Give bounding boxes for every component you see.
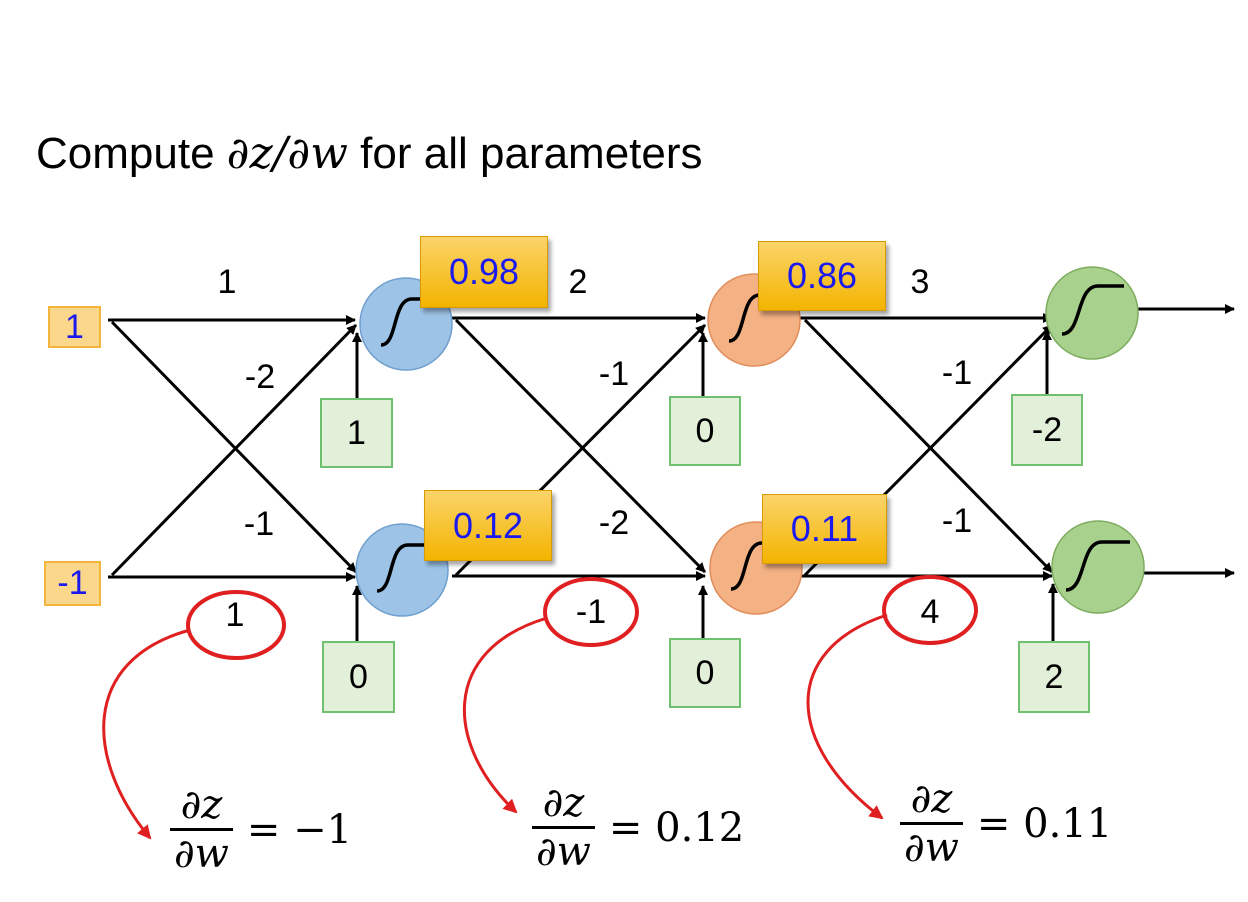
formula-value: = 0.12 (608, 804, 745, 851)
red-arrow-2 (462, 616, 548, 814)
weight-l1-w1: 1 (217, 263, 237, 301)
weight-l3-w4: 4 (920, 593, 940, 631)
title-prefix: Compute (36, 129, 227, 178)
weight-l1-w4: 1 (225, 596, 245, 634)
derivative-formula-3: ∂z∂w = 0.11 (900, 776, 1112, 871)
page-title: Compute ∂z/∂w for all parameters (36, 128, 703, 179)
activation-l2-bottom: 0.11 (762, 494, 887, 564)
weight-l1-w3: -1 (243, 505, 275, 543)
activation-l2-top: 0.86 (758, 241, 886, 311)
weight-l2-w1: 2 (568, 263, 588, 301)
title-suffix: for all parameters (347, 129, 703, 178)
title-math: ∂z/∂w (226, 128, 348, 179)
weight-l3-w2: -1 (941, 354, 973, 392)
edges-layer2 (452, 313, 708, 638)
weight-l3-w1: 3 (910, 263, 930, 301)
formula-denominator: ∂w (170, 828, 233, 877)
activation-l1-top: 0.98 (420, 236, 548, 308)
neuron-l3-top (1045, 266, 1139, 360)
edges-layer1 (108, 315, 362, 641)
highlights (102, 575, 978, 840)
activation-l1-bottom: 0.12 (424, 490, 552, 561)
formula-numerator: ∂z (910, 776, 953, 822)
derivative-formula-2: ∂z∂w = 0.12 (532, 780, 744, 875)
neuron-l3-bottom (1051, 520, 1145, 614)
formula-denominator: ∂w (900, 822, 963, 871)
bias-l3-top: -2 (1011, 394, 1083, 466)
bias-l1-bottom: 0 (322, 641, 395, 713)
edge-x2-n11 (110, 323, 358, 577)
bias-l3-bottom: 2 (1018, 641, 1090, 713)
formula-numerator: ∂z (180, 782, 223, 828)
highlight-circle-1 (186, 590, 286, 660)
edge-x1-n12 (110, 320, 358, 574)
bias-l2-bottom: 0 (669, 638, 741, 708)
formula-numerator: ∂z (542, 780, 585, 826)
weight-l2-w3: -2 (598, 504, 630, 542)
weight-l3-w3: -1 (941, 502, 973, 540)
edge-n11-n22 (454, 318, 707, 574)
input-x2: -1 (44, 561, 101, 606)
weight-l1-w2: -2 (244, 358, 276, 396)
weight-l2-w2: -1 (598, 355, 630, 393)
input-x1: 1 (48, 306, 101, 348)
edge-n21-n32 (803, 318, 1054, 574)
highlight-circle-3 (882, 575, 978, 645)
highlight-circle-2 (543, 577, 639, 647)
weight-l2-w4: -1 (575, 593, 607, 631)
bias-l2-top: 0 (669, 396, 741, 466)
bias-l1-top: 1 (320, 398, 393, 468)
formula-denominator: ∂w (532, 826, 595, 875)
red-arrow-1 (102, 628, 191, 840)
edges-layer3 (800, 304, 1235, 641)
red-arrow-3 (806, 613, 888, 820)
derivative-formula-1: ∂z∂w = −1 (170, 782, 352, 877)
formula-value: = 0.11 (976, 800, 1113, 847)
formula-value: = −1 (246, 806, 353, 853)
